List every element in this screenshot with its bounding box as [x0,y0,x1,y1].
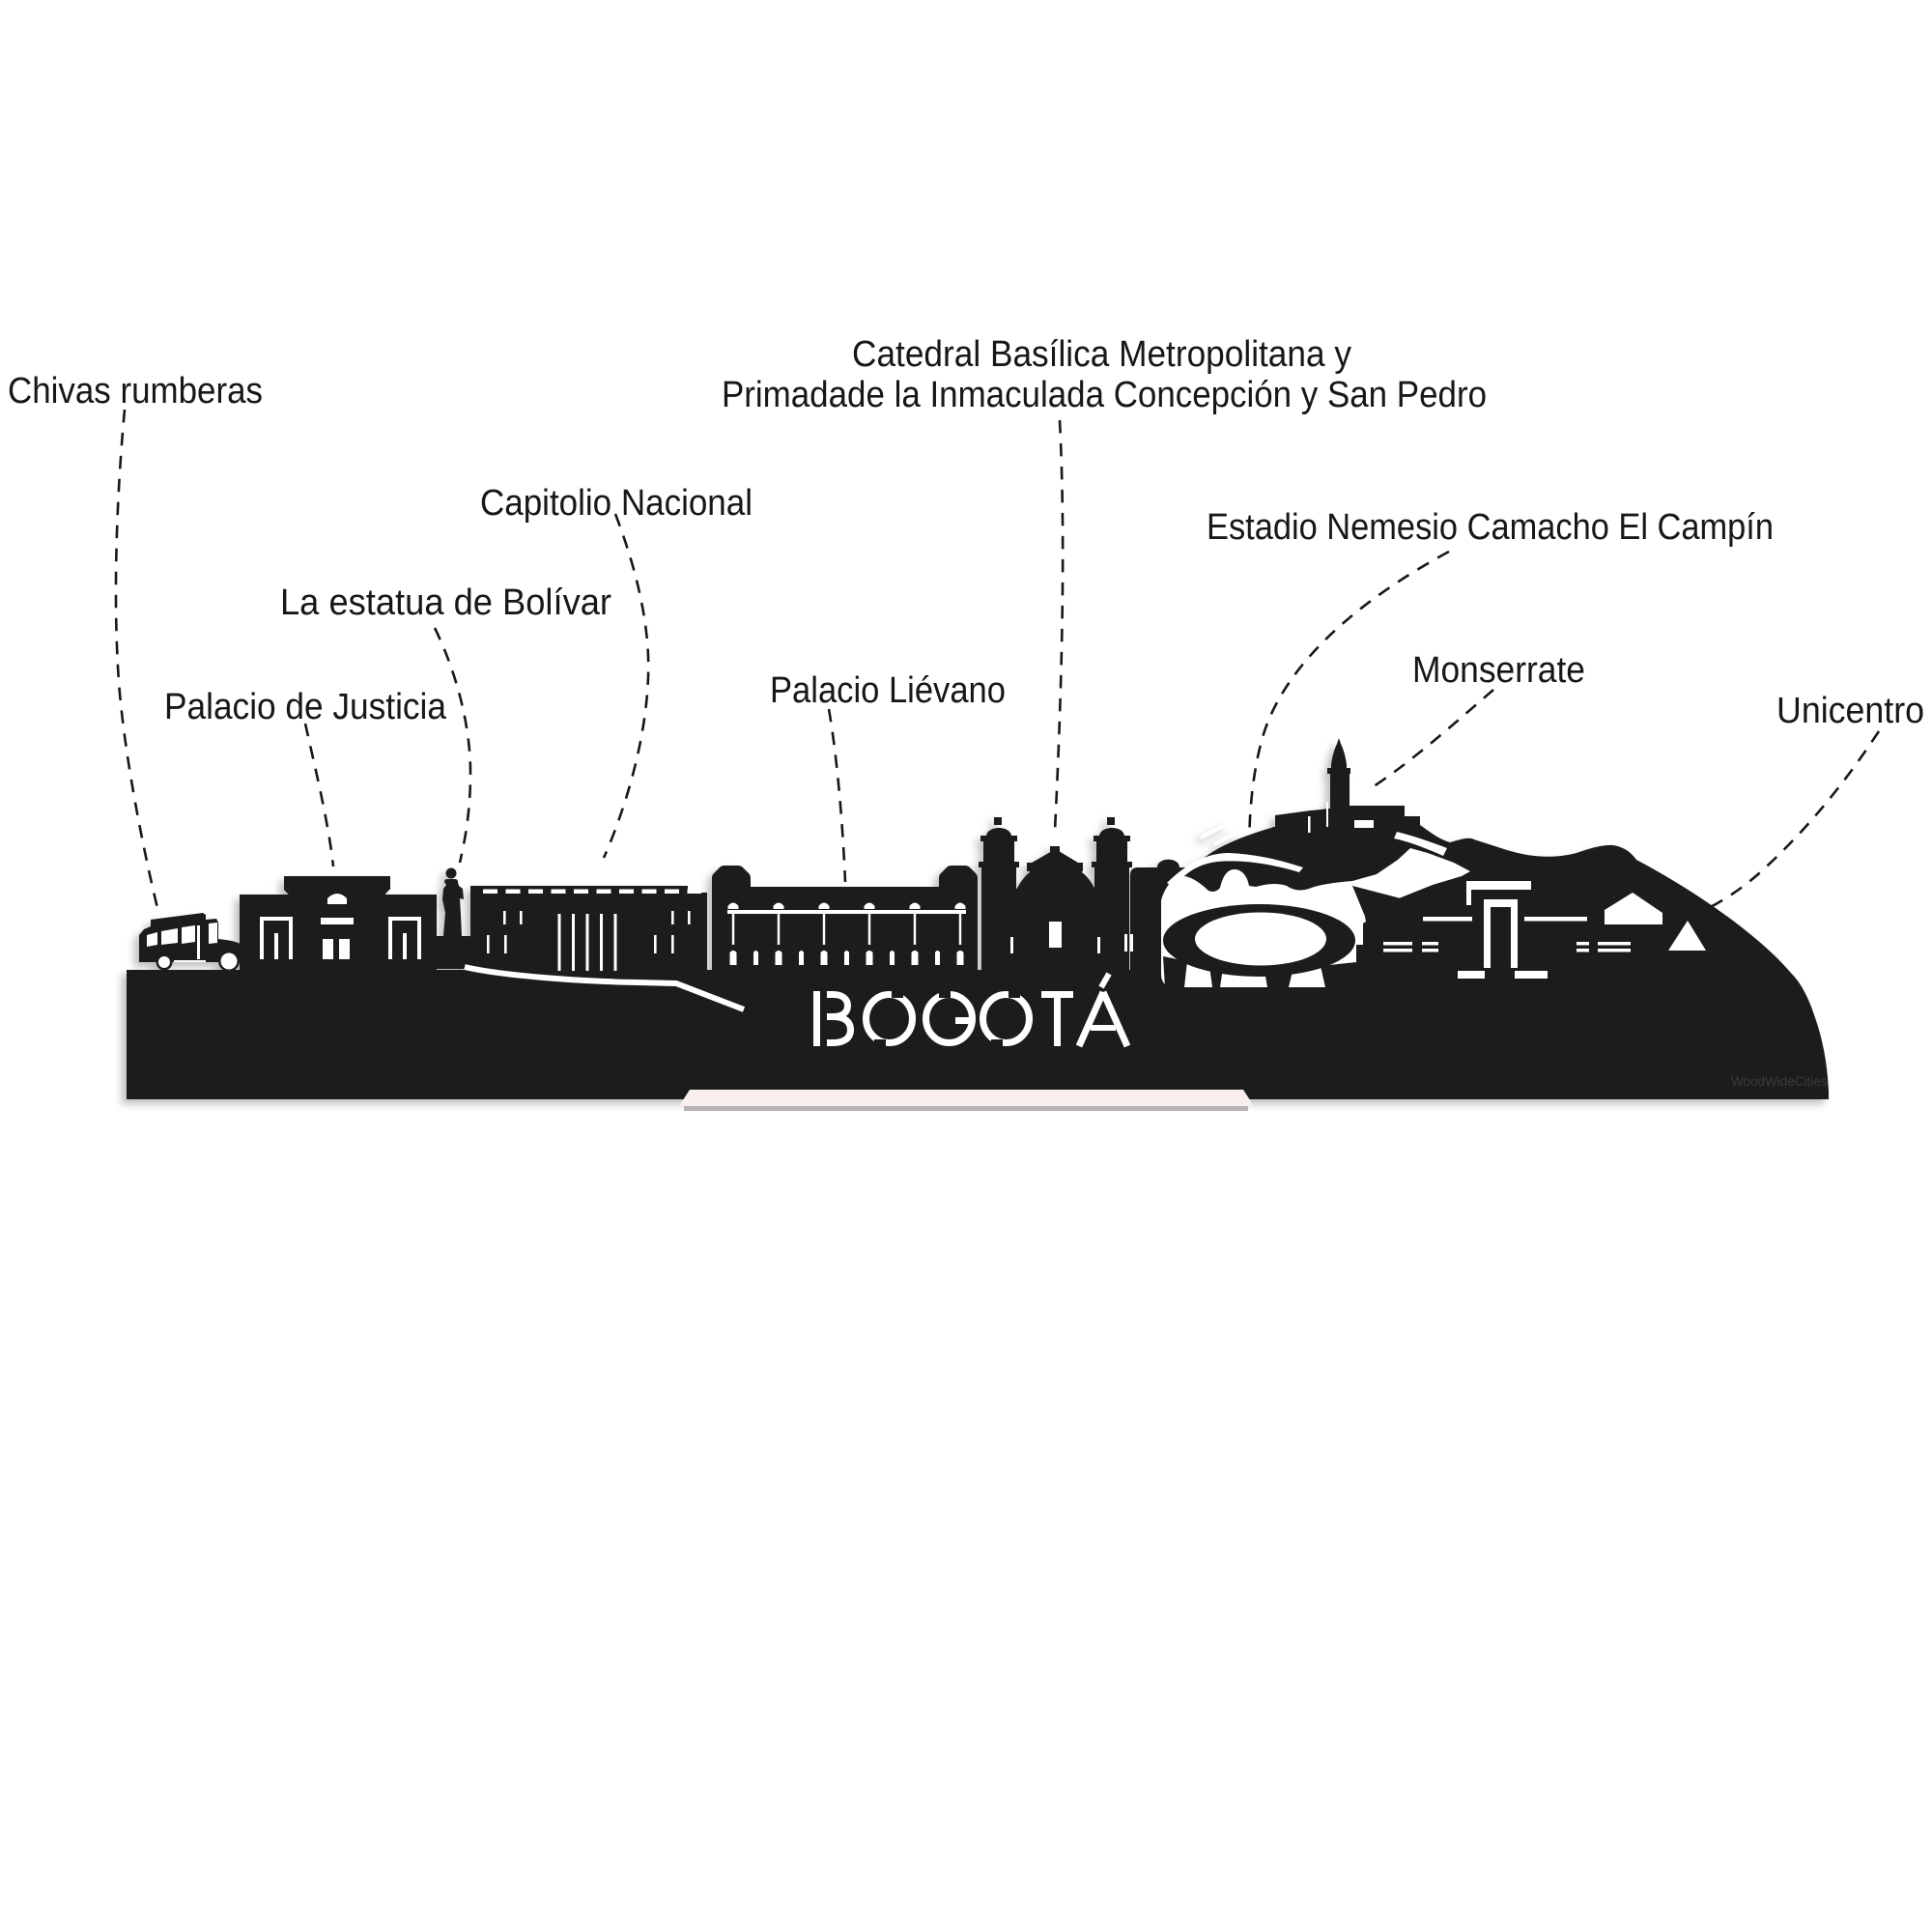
svg-text:Catedral Basílica Metropolitan: Catedral Basílica Metropolitana y [852,334,1351,375]
svg-text:Palacio de Justicia: Palacio de Justicia [164,687,447,727]
svg-text:Estadio Nemesio Camacho El Cam: Estadio Nemesio Camacho El Campín [1207,507,1774,548]
svg-text:Chivas rumberas: Chivas rumberas [8,371,263,412]
svg-text:Monserrate: Monserrate [1412,650,1585,691]
svg-text:Palacio Liévano: Palacio Liévano [770,670,1006,711]
svg-text:WoodWideCities: WoodWideCities [1731,1074,1828,1089]
svg-text:La estatua de Bolívar: La estatua de Bolívar [280,582,611,623]
svg-text:Unicentro: Unicentro [1776,691,1924,731]
svg-text:Primadade la Inmaculada Concep: Primadade la Inmaculada Concepción y San… [722,375,1487,415]
